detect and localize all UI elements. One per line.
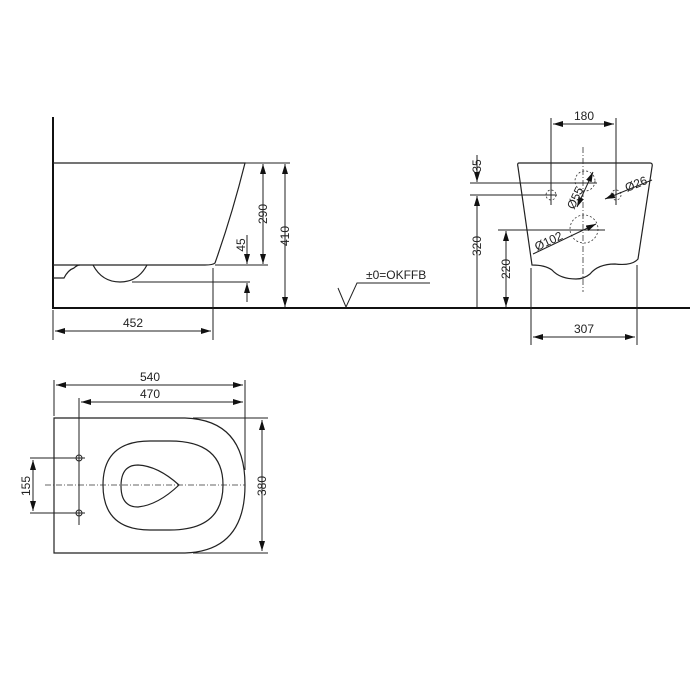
dim-label-380: 380 bbox=[255, 476, 269, 496]
dia-label-102: Ø102 bbox=[532, 228, 565, 253]
side-view: 452 290 410 45 ±0=OKFFB bbox=[52, 117, 690, 340]
dim-label-45: 45 bbox=[234, 238, 248, 252]
dia-55-leader bbox=[576, 171, 594, 208]
dim-label-410: 410 bbox=[278, 226, 292, 246]
floor-reference-label: ±0=OKFFB bbox=[366, 268, 426, 282]
dim-label-470: 470 bbox=[140, 387, 160, 401]
bowl-opening-outline bbox=[120, 464, 180, 508]
bowl-front-outline bbox=[517, 162, 653, 280]
plan-view: 540 470 380 155 bbox=[19, 370, 269, 554]
bowl-side-outline bbox=[53, 162, 246, 266]
dia-26-leader bbox=[604, 179, 653, 200]
dim-label-155: 155 bbox=[19, 476, 33, 496]
outlet-circle bbox=[569, 214, 599, 244]
outlet-arc bbox=[92, 264, 148, 283]
dim-label-180: 180 bbox=[574, 109, 594, 123]
dim-label-452: 452 bbox=[123, 316, 143, 330]
dim-label-220: 220 bbox=[499, 259, 513, 279]
dim-label-290: 290 bbox=[256, 204, 270, 224]
bowl-plan-outline bbox=[53, 417, 246, 554]
dim-label-320: 320 bbox=[470, 236, 484, 256]
front-view: 180 35 320 220 307 Ø55 Ø26 Ø102 bbox=[470, 109, 653, 345]
bolt-hole-right bbox=[610, 189, 622, 201]
bowl-foot-outline bbox=[53, 264, 81, 279]
dim-label-307: 307 bbox=[574, 322, 594, 336]
dia-label-26: Ø26 bbox=[623, 173, 650, 195]
inlet-circle bbox=[574, 170, 596, 192]
dim-label-540: 540 bbox=[140, 370, 160, 384]
seat-rim-outline bbox=[102, 440, 224, 531]
floor-level-symbol bbox=[337, 282, 430, 309]
dim-label-35: 35 bbox=[470, 159, 484, 173]
dia-102-leader bbox=[532, 223, 597, 255]
